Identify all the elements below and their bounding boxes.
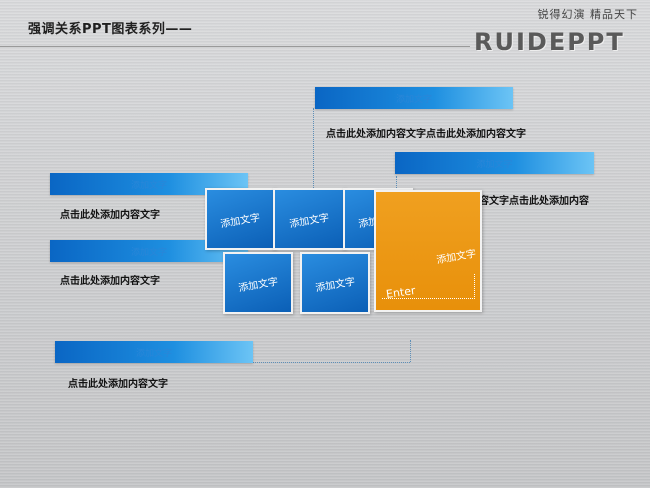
connector-line: [313, 108, 314, 190]
label-bar[interactable]: 添加文字: [315, 87, 513, 109]
bar-description: 点击此处添加内容文字: [68, 379, 168, 390]
page-title: 强调关系PPT图表系列——: [28, 22, 193, 37]
bar-description: 点击此处添加内容文字: [60, 276, 160, 287]
tile[interactable]: 添加文字: [300, 252, 370, 314]
label-bar[interactable]: 添加文字: [55, 341, 253, 363]
tile[interactable]: 添加文字: [223, 252, 293, 314]
label-bar[interactable]: 添加文字: [50, 240, 248, 262]
bar-description: 点击此处添加内容文字点击此处添加内容文字: [326, 129, 526, 140]
tile-label: 添加文字: [435, 248, 477, 267]
tile[interactable]: 添加文字: [205, 188, 275, 250]
brand-logo: RUIDEPPT: [474, 28, 625, 56]
connector-line: [396, 176, 397, 190]
connector-line: [410, 340, 411, 362]
label-bar[interactable]: 添加文字: [395, 152, 594, 174]
bar-description: 点击此处添加内容文字: [60, 210, 160, 221]
slogan: 锐得幻演 精品天下: [537, 8, 638, 21]
connector-line: [230, 362, 410, 363]
enter-block[interactable]: 添加文字 Enter: [374, 190, 482, 312]
enter-outline: [382, 274, 475, 299]
tile[interactable]: 添加文字: [273, 188, 345, 250]
header-divider: [0, 46, 470, 47]
bar-description: 点击此处添加内容文字点击此处添加内容: [409, 196, 589, 207]
label-bar[interactable]: 添加文字: [50, 173, 248, 195]
